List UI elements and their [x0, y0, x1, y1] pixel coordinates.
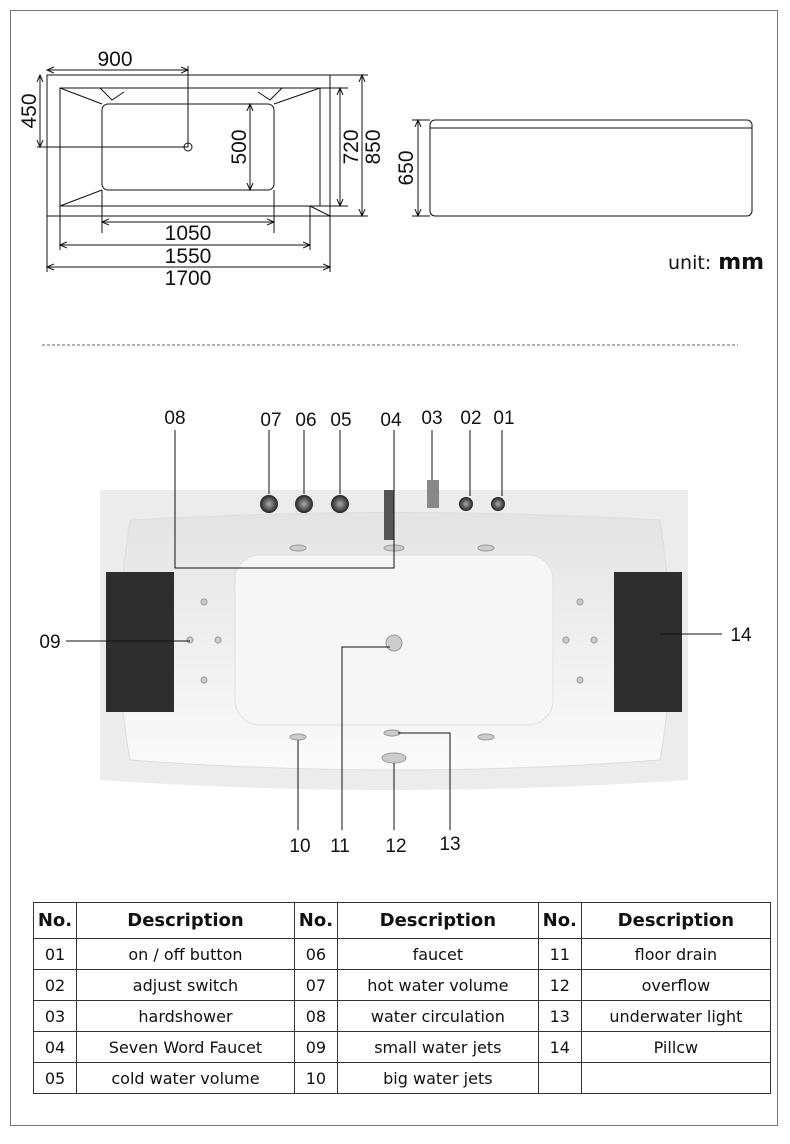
- header-description: Description: [336, 902, 539, 939]
- dim-900: 900: [97, 48, 132, 71]
- empty-cell: [580, 1062, 772, 1094]
- dim-450: 450: [18, 93, 41, 128]
- dim-850: 850: [362, 129, 385, 164]
- part-number: 10: [293, 1062, 338, 1094]
- callout-09: 09: [39, 632, 60, 653]
- callout-02: 02: [460, 408, 481, 429]
- dim-500: 500: [228, 129, 251, 164]
- callout-01: 01: [493, 408, 514, 429]
- part-description: small water jets: [336, 1031, 539, 1063]
- page-frame: [10, 10, 778, 1126]
- part-description: Pillcw: [580, 1031, 772, 1063]
- dim-1700: 1700: [165, 267, 212, 290]
- part-description: cold water volume: [76, 1062, 295, 1094]
- callout-lines: [66, 430, 722, 830]
- part-number: 14: [537, 1031, 582, 1063]
- callout-08: 08: [164, 408, 185, 429]
- header-description: Description: [76, 902, 295, 939]
- callout-06: 06: [295, 410, 316, 431]
- part-description: hot water volume: [336, 969, 539, 1001]
- header-no: No.: [33, 902, 77, 939]
- part-number: 13: [537, 1000, 582, 1032]
- part-description: Seven Word Faucet: [76, 1031, 295, 1063]
- part-description: water circulation: [336, 1000, 539, 1032]
- part-description: floor drain: [580, 938, 772, 970]
- callout-04: 04: [380, 410, 402, 431]
- part-number: 05: [33, 1062, 77, 1094]
- dim-650: 650: [395, 150, 418, 185]
- header-no: No.: [293, 902, 338, 939]
- unit-label: unit: mm: [668, 250, 764, 275]
- unit-value: mm: [718, 250, 765, 275]
- part-description: overflow: [580, 969, 772, 1001]
- callout-03: 03: [421, 408, 442, 429]
- parts-table: No. Description No. Description No. Desc…: [33, 902, 772, 1094]
- part-number: 03: [33, 1000, 77, 1032]
- part-number: 07: [293, 969, 338, 1001]
- unit-label-text: unit:: [668, 252, 712, 274]
- part-description: big water jets: [336, 1062, 539, 1094]
- top-view-drawing: [37, 66, 368, 272]
- part-number: 04: [33, 1031, 77, 1063]
- side-view-drawing: [412, 120, 753, 216]
- pillow-left: [106, 572, 174, 712]
- part-number: 09: [293, 1031, 338, 1063]
- part-description: faucet: [336, 938, 539, 970]
- header-no: No.: [537, 902, 582, 939]
- callout-10: 10: [289, 836, 310, 857]
- dim-1050: 1050: [165, 222, 212, 245]
- part-number: 08: [293, 1000, 338, 1032]
- callout-11: 11: [330, 836, 350, 857]
- callout-05: 05: [330, 410, 351, 431]
- bathtub-illustration: [100, 480, 688, 790]
- dim-720: 720: [340, 129, 363, 164]
- part-number: 02: [33, 969, 77, 1001]
- part-number: 11: [537, 938, 582, 970]
- callout-07: 07: [260, 410, 281, 431]
- callout-13: 13: [439, 834, 460, 855]
- part-number: 01: [33, 938, 77, 970]
- part-description: hardshower: [76, 1000, 295, 1032]
- callout-14: 14: [730, 625, 752, 646]
- dim-1550: 1550: [165, 245, 212, 268]
- part-description: underwater light: [580, 1000, 772, 1032]
- part-number: 06: [293, 938, 338, 970]
- header-description: Description: [580, 902, 772, 939]
- part-description: adjust switch: [76, 969, 295, 1001]
- part-description: on / off button: [76, 938, 295, 970]
- part-number: 12: [537, 969, 582, 1001]
- callout-12: 12: [385, 836, 406, 857]
- table-header-row: No. Description No. Description No. Desc…: [33, 902, 772, 939]
- pillow-right: [614, 572, 682, 712]
- empty-cell: [537, 1062, 582, 1094]
